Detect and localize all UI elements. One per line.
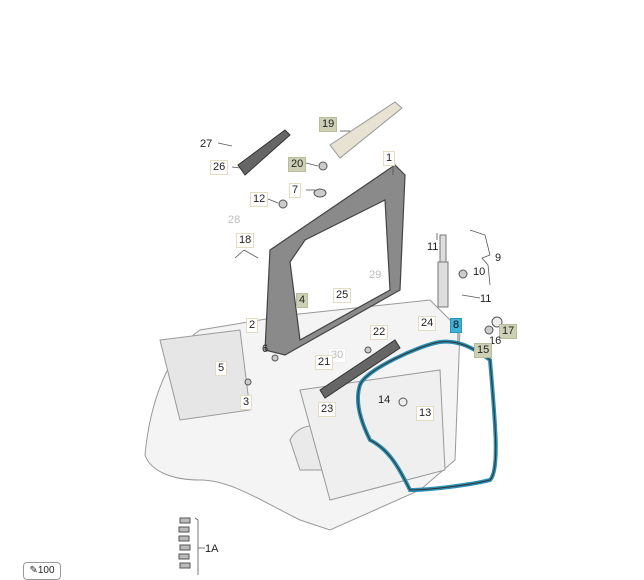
part-label[interactable]: 1A	[205, 543, 219, 555]
part-3	[244, 378, 252, 386]
part-label[interactable]: 29	[369, 269, 382, 281]
part-label[interactable]: 11	[480, 293, 492, 305]
part-label[interactable]: 17	[499, 324, 518, 339]
car-body	[144, 299, 461, 531]
panel-19	[329, 101, 403, 159]
part-24	[319, 339, 401, 399]
part-label[interactable]: 6	[262, 343, 269, 355]
gas-strut	[437, 234, 449, 308]
part-label[interactable]: 5	[215, 361, 228, 376]
part-label[interactable]: 13	[416, 406, 435, 421]
part-label[interactable]: 23	[318, 402, 337, 417]
part-label[interactable]: 11	[427, 241, 439, 253]
part-label[interactable]: 18	[236, 233, 255, 248]
part-label[interactable]: 22	[370, 325, 389, 340]
part-22	[364, 346, 372, 354]
part-label[interactable]: 4	[296, 293, 309, 308]
part-label[interactable]: 26	[210, 160, 229, 175]
part-label[interactable]: 1	[383, 151, 396, 166]
part-label[interactable]: 7	[289, 183, 302, 198]
part-6	[271, 354, 279, 362]
fastener-set	[178, 517, 191, 569]
part-label[interactable]: 3	[240, 395, 253, 410]
panel-26	[237, 129, 291, 176]
part-label[interactable]: 21	[315, 355, 334, 370]
part-10	[458, 269, 468, 279]
part-14	[398, 397, 408, 407]
part-label[interactable]: 28	[228, 214, 241, 226]
part-label[interactable]: 12	[250, 192, 269, 207]
zoom-level-badge[interactable]: ✎100	[23, 562, 61, 580]
part-label[interactable]: 8	[450, 318, 463, 333]
part-12	[278, 199, 288, 209]
part-20	[318, 161, 328, 171]
part-label[interactable]: 24	[418, 316, 437, 331]
part-7	[313, 188, 327, 198]
pencil-icon: ✎	[29, 565, 38, 576]
part-label[interactable]: 19	[319, 117, 338, 132]
part-label[interactable]: 9	[495, 252, 502, 264]
part-label[interactable]: 10	[473, 266, 486, 278]
part-label[interactable]: 27	[200, 138, 213, 150]
zoom-level-text: 100	[37, 565, 55, 576]
part-16	[484, 325, 494, 335]
part-label[interactable]: 15	[474, 343, 493, 358]
part-label[interactable]: 2	[246, 318, 259, 333]
part-label[interactable]: 25	[333, 288, 352, 303]
part-label[interactable]: 20	[288, 157, 307, 172]
part-label[interactable]: 14	[378, 394, 391, 406]
